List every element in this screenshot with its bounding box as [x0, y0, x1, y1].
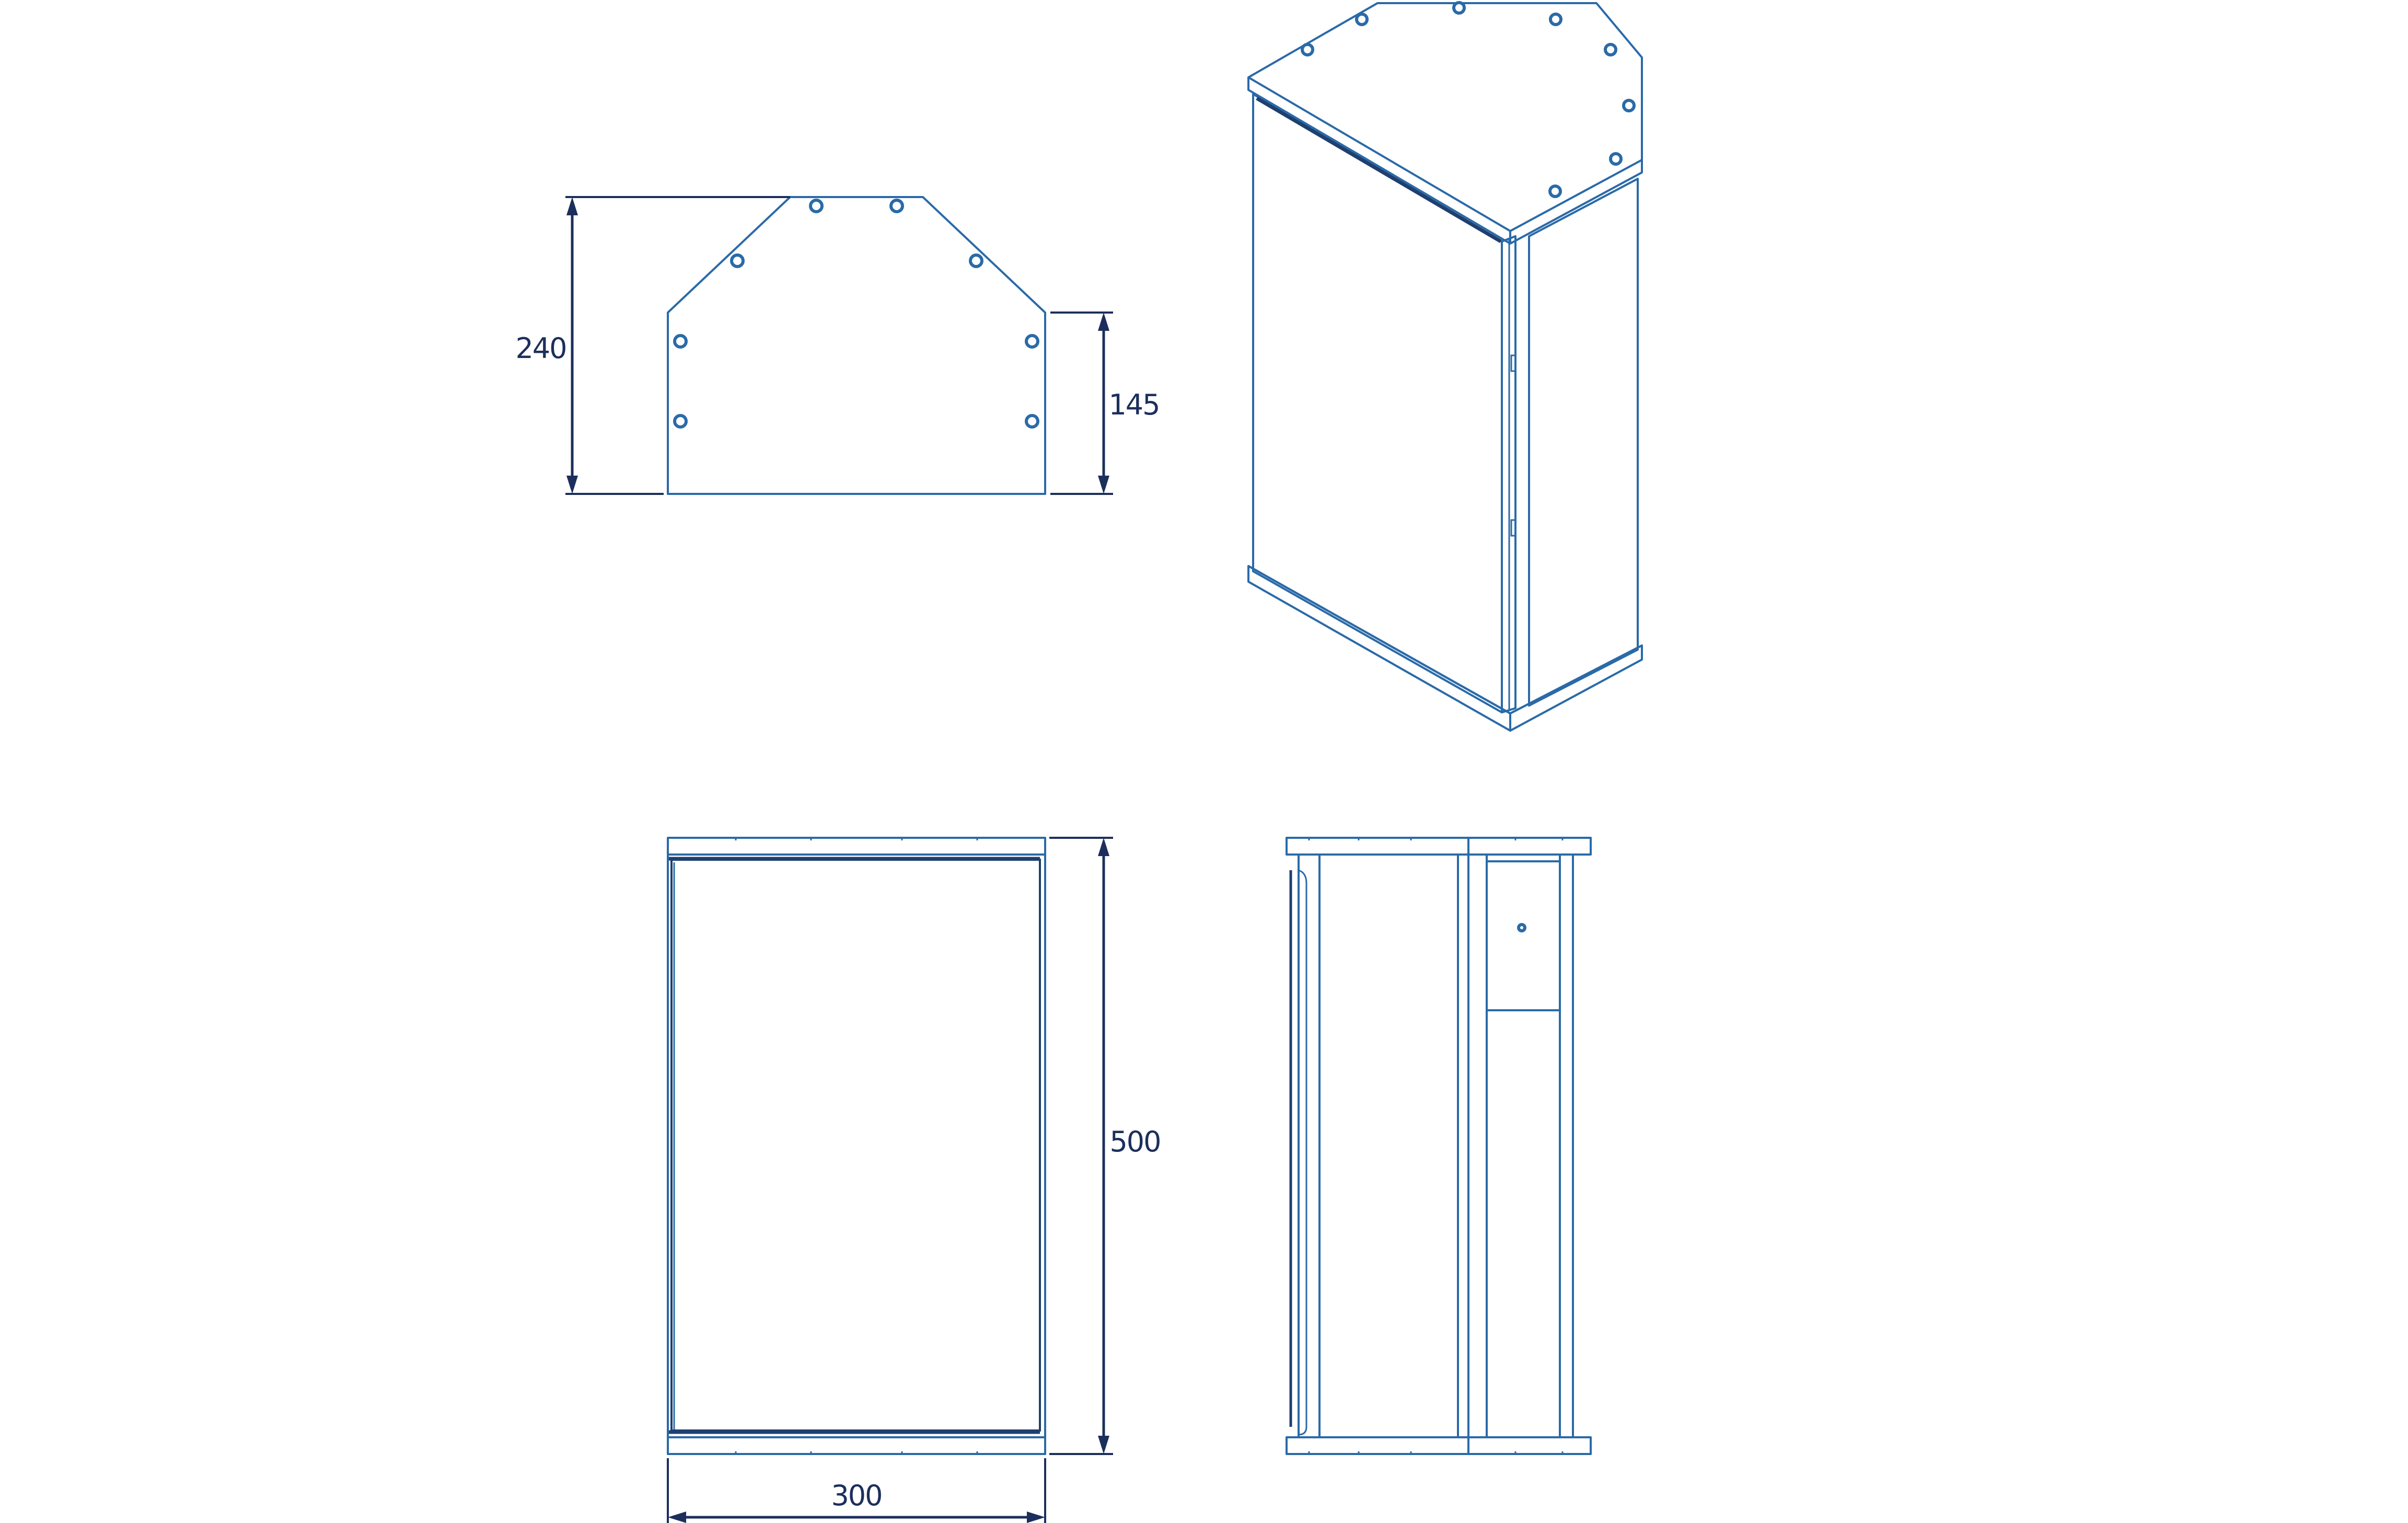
dimension-side-height: 145 [1050, 311, 1161, 495]
dimension-label-300: 300 [831, 1479, 882, 1512]
lid-hole [1609, 152, 1623, 166]
front-body [667, 853, 1046, 1438]
dimension-overall-height: 500 [1049, 837, 1163, 1455]
dimension-height-top: 240 [515, 196, 790, 495]
front-top-plate [667, 837, 1046, 856]
lid-top-face [1247, 2, 1643, 232]
mount-hole [673, 414, 688, 429]
label-plate [1486, 860, 1561, 1011]
top-view-outline [667, 196, 1046, 495]
mount-hole [1025, 414, 1039, 429]
lid-hole [1549, 13, 1562, 26]
mount-hole [673, 334, 688, 349]
mount-hole [1025, 334, 1039, 349]
lid-hole [1301, 43, 1314, 56]
dimension-width: 300 [667, 1458, 1046, 1523]
lid-hole [1604, 43, 1617, 56]
front-door-panel [670, 859, 1041, 1432]
side-top-plate [1286, 837, 1592, 856]
lid-edge [1247, 77, 1643, 245]
side-bottom-plate [1286, 1436, 1592, 1455]
side-face [1528, 178, 1639, 707]
dimension-label-240: 240 [515, 332, 566, 365]
isometric-view [1247, 1, 1643, 732]
lid-hole [1355, 13, 1369, 26]
hinge [1510, 519, 1516, 537]
top-view: 240 145 [515, 196, 1161, 495]
lid-hole [1622, 99, 1636, 112]
front-view: 500 300 [667, 837, 1163, 1523]
side-view [1286, 837, 1592, 1455]
mount-hole [969, 253, 983, 268]
base-side [1509, 644, 1643, 732]
hinge-strip [1501, 235, 1516, 713]
door-handle [1298, 869, 1307, 1436]
dimension-label-145: 145 [1108, 388, 1159, 421]
mount-hole [730, 253, 745, 268]
lock-hole [1517, 923, 1526, 932]
lid-hole [1548, 184, 1562, 198]
lid-hole [1452, 1, 1466, 15]
mount-hole [809, 199, 824, 213]
front-bottom-plate [667, 1436, 1046, 1455]
door-face [1252, 93, 1503, 713]
dimension-label-500: 500 [1109, 1125, 1160, 1158]
hinge [1510, 354, 1516, 372]
mount-hole [889, 199, 904, 213]
